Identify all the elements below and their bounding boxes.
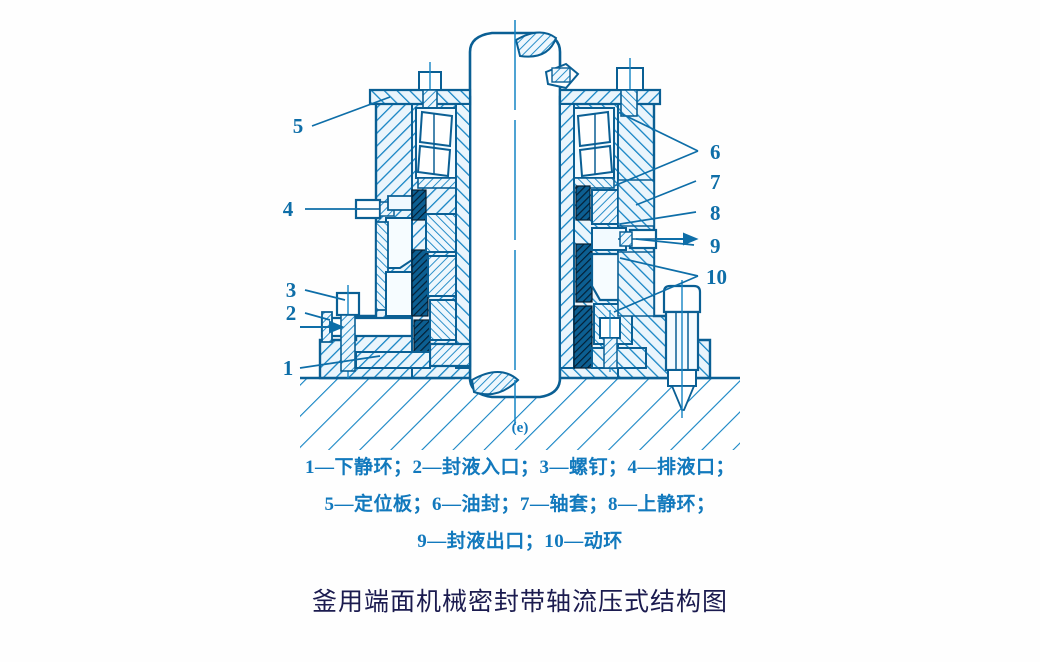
packing-seal-left: [411, 189, 431, 357]
top-bolt-right: [616, 58, 644, 117]
leader-5: [311, 96, 391, 127]
hex-bolt-lower-right: [662, 280, 702, 418]
callout-numbers: 1 2 3 4 5 6 7 8 9 10: [283, 114, 727, 380]
oil-seal-right: [571, 107, 615, 189]
leader-1: [299, 355, 381, 369]
packing-seal-right: [573, 185, 593, 369]
upper-stationary-ring-right: [591, 189, 627, 251]
callout-number-2: 2: [286, 301, 297, 325]
inlet-arrow: [300, 320, 345, 334]
callout-number-5: 5: [293, 114, 304, 138]
top-fitting-right: [544, 62, 580, 90]
locating-plate-left: [368, 88, 472, 106]
legend-line-1: 1—下静环；2—封液入口；3—螺钉；4—排液口；: [304, 457, 735, 478]
legend-line-3: 9—封液出口；10—动环: [417, 531, 623, 552]
shaft-sleeve-right: [559, 103, 575, 369]
subfigure-label: (e): [511, 420, 529, 436]
shaft-sleeve-left: [455, 103, 471, 369]
internal-bore-right: [617, 179, 655, 317]
figure-caption: 釜用端面机械密封带轴流压式结构图: [311, 588, 728, 616]
leader-6a: [617, 111, 699, 152]
leader-7: [635, 180, 697, 206]
shaft: [468, 20, 562, 425]
leader-6b: [613, 150, 699, 187]
leader-10b: [613, 275, 699, 313]
callout-number-7: 7: [710, 170, 721, 194]
locating-plate-right: [558, 88, 662, 106]
oil-seal-left: [415, 107, 459, 189]
housing-left: [318, 62, 472, 380]
callout-number-4: 4: [283, 197, 294, 221]
gland-chamber-left: [375, 195, 413, 317]
callout-number-6: 6: [710, 140, 721, 164]
leader-8: [619, 211, 697, 225]
callout-number-10: 10: [706, 265, 727, 289]
callout-number-1: 1: [283, 356, 294, 380]
leader-3: [304, 289, 346, 301]
seal-face-left: [425, 213, 457, 341]
callout-number-9: 9: [710, 234, 721, 258]
technical-drawing-area: 1 2 3 4 5 6 7 8 9 10 (e): [283, 20, 740, 450]
leader-10a: [619, 257, 699, 277]
callout-number-8: 8: [710, 201, 721, 225]
outlet-arrow: [656, 232, 699, 246]
mechanical-seal-cross-section: 1 2 3 4 5 6 7 8 9 10: [283, 20, 740, 450]
top-bolt-left: [418, 62, 442, 113]
screw-right-lower: [599, 310, 621, 372]
legend-line-2: 5—定位板；6—油封；7—轴套；8—上静环；: [324, 494, 716, 515]
leader-2: [304, 312, 331, 321]
callout-number-3: 3: [286, 278, 297, 302]
flow-arrows: [300, 232, 699, 334]
